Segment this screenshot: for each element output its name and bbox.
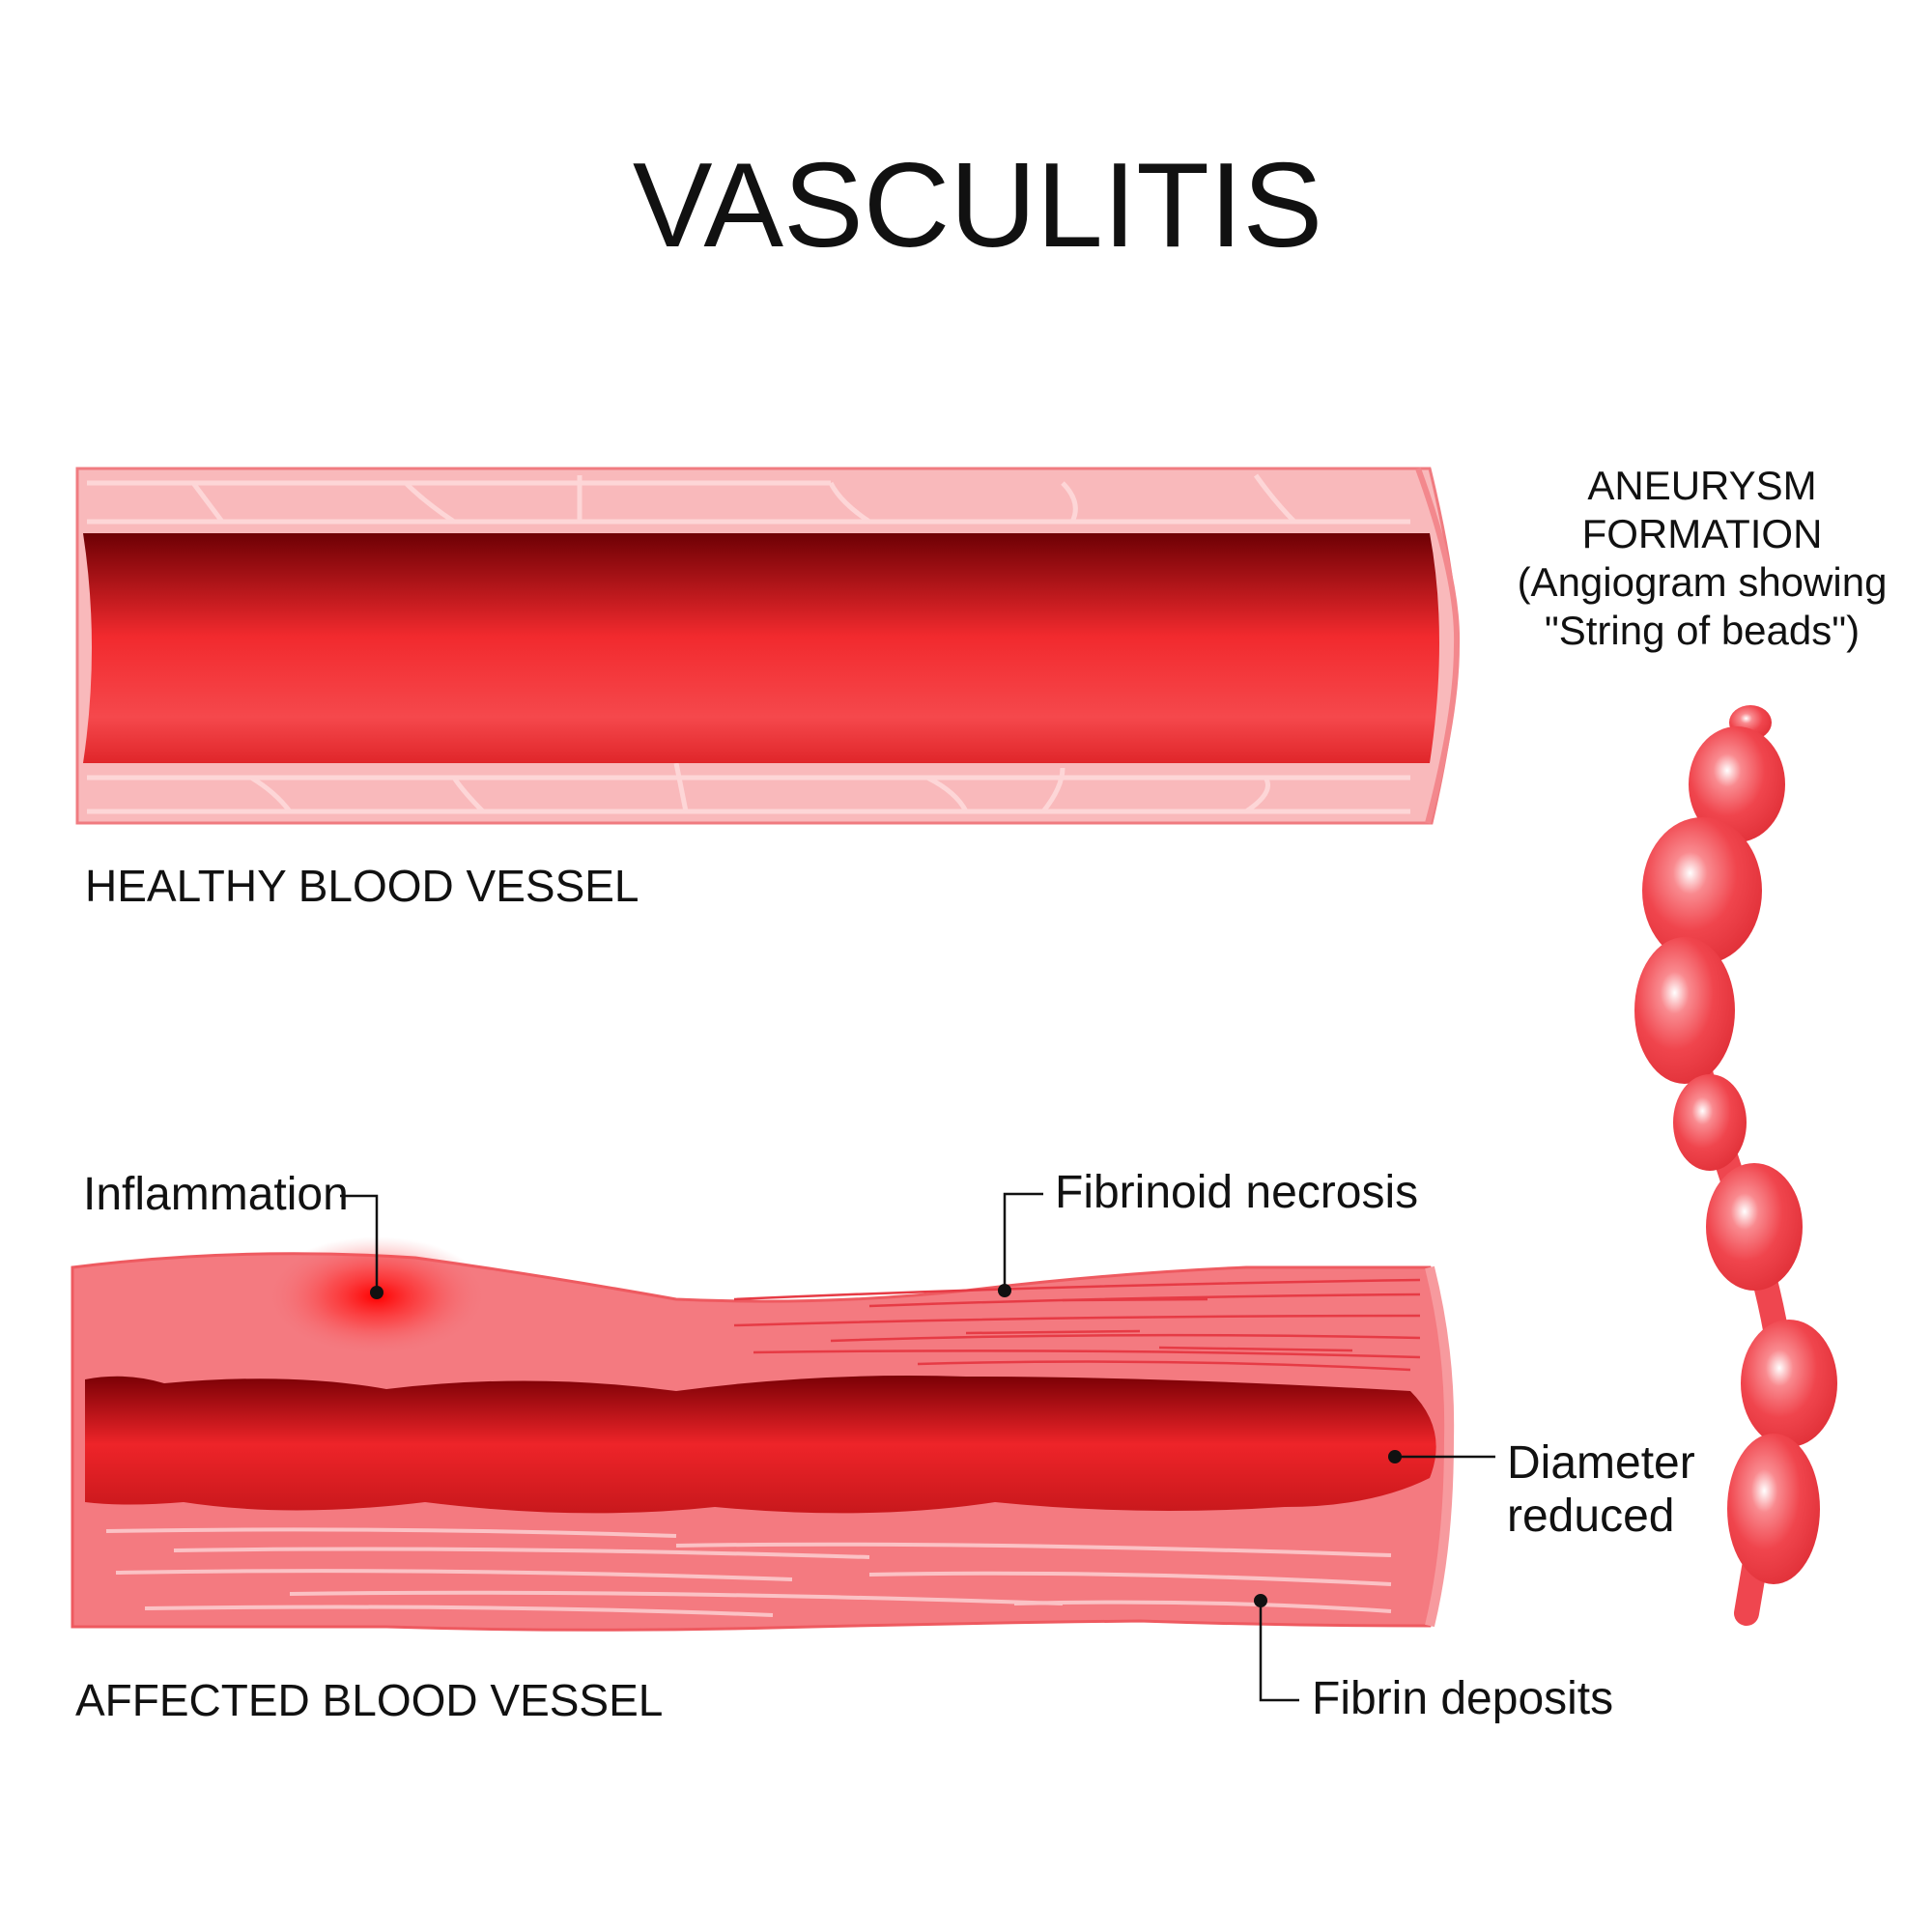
healthy-caption: HEALTHY BLOOD VESSEL xyxy=(85,861,639,911)
fibrinoid-fibres xyxy=(733,1278,1421,1372)
bead xyxy=(1673,1074,1747,1171)
label-diameter-line2: reduced xyxy=(1507,1491,1674,1542)
marker-diameter-reduced xyxy=(1388,1450,1402,1463)
leader-fibrinoid-necrosis xyxy=(1003,1192,1043,1291)
callout-inflammation: Inflammation xyxy=(83,1169,384,1299)
callout-diameter-reduced: Diameter reduced xyxy=(1388,1437,1695,1542)
aneurysm-line2: FORMATION xyxy=(1582,511,1823,556)
affected-caption: AFFECTED BLOOD VESSEL xyxy=(75,1675,663,1725)
page-title: VASCULITIS xyxy=(633,139,1322,272)
bead xyxy=(1727,1434,1820,1584)
string-of-beads xyxy=(1634,705,1837,1626)
bead xyxy=(1689,726,1785,842)
affected-vessel xyxy=(71,1236,1455,1632)
affected-vessel-lumen xyxy=(85,1376,1436,1514)
label-fibrinoid-necrosis: Fibrinoid necrosis xyxy=(1055,1167,1418,1218)
leader-fibrin-deposits xyxy=(1259,1601,1299,1702)
affected-vessel-rim xyxy=(1425,1265,1455,1628)
aneurysm-line3: (Angiogram showing xyxy=(1518,559,1888,605)
aneurysm-line4: "String of beads") xyxy=(1545,608,1860,653)
label-inflammation: Inflammation xyxy=(83,1169,349,1220)
marker-fibrinoid-necrosis xyxy=(998,1284,1011,1297)
healthy-vessel-rim xyxy=(1415,467,1461,824)
label-diameter-line1: Diameter xyxy=(1507,1437,1695,1489)
healthy-vessel-cells xyxy=(87,473,1410,814)
healthy-vessel-lumen xyxy=(83,533,1439,763)
fibrin-deposit-strokes xyxy=(105,1527,1392,1617)
healthy-vessel xyxy=(75,467,1461,825)
marker-inflammation xyxy=(370,1286,384,1299)
callout-fibrinoid-necrosis: Fibrinoid necrosis xyxy=(998,1167,1418,1297)
bead xyxy=(1741,1320,1837,1447)
marker-fibrin-deposits xyxy=(1254,1594,1267,1607)
callout-fibrin-deposits: Fibrin deposits xyxy=(1254,1594,1613,1724)
leader-inflammation xyxy=(340,1194,379,1293)
aneurysm-line1: ANEURYSM xyxy=(1587,463,1816,508)
label-fibrin-deposits: Fibrin deposits xyxy=(1312,1673,1613,1724)
bead xyxy=(1706,1163,1803,1291)
aneurysm-heading: ANEURYSM FORMATION (Angiogram showing "S… xyxy=(1518,463,1888,653)
bead xyxy=(1642,817,1762,964)
bead xyxy=(1634,937,1735,1084)
